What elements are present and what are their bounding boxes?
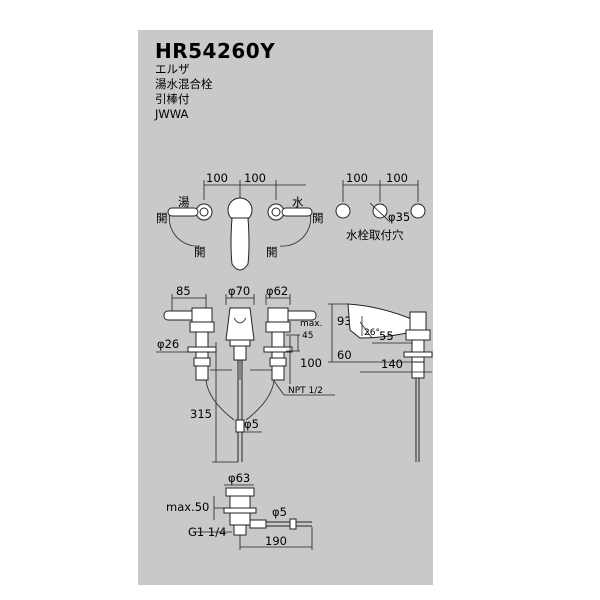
drain-max: max.50 — [166, 500, 209, 514]
spout-diameter: φ70 — [228, 284, 250, 298]
open-label-right: 開 — [312, 211, 324, 225]
spout-angle: 26° — [364, 328, 380, 338]
hot-handle-lever — [167, 207, 199, 217]
top-view: 100 100 湯 水 開 開 開 開 — [156, 171, 324, 271]
mount-hole-center — [372, 203, 388, 219]
base-width: 60 — [337, 348, 352, 362]
hole-dim-left: 100 — [346, 171, 368, 185]
rod-diameter: φ5 — [244, 417, 259, 431]
spout-body — [230, 217, 250, 271]
max-label: max. — [300, 319, 322, 329]
rod-length: 315 — [190, 407, 212, 421]
hole-dim-right: 100 — [386, 171, 408, 185]
top-dim-right: 100 — [244, 171, 266, 185]
mount-hole-right — [410, 203, 426, 219]
max-value: 45 — [302, 331, 313, 341]
certification-label: JWWA — [154, 107, 189, 121]
mount-hole-left — [335, 203, 351, 219]
side-view: 93 26° 55 60 140 — [328, 303, 433, 462]
top-dim-left: 100 — [206, 171, 228, 185]
hole-view: 100 100 φ35 水栓取付穴 — [335, 171, 426, 242]
product-type: 湯水混合栓 — [155, 77, 213, 91]
drain-diameter: φ63 — [228, 471, 250, 485]
spout-height: 93 — [337, 314, 352, 328]
front-view: 85 φ70 φ62 — [156, 284, 335, 463]
open-label-bottom-left: 開 — [194, 245, 206, 259]
cold-label: 水 — [292, 195, 304, 209]
handle-width-dim: 85 — [176, 284, 191, 298]
feature-label: 引棒付 — [155, 92, 190, 106]
drain-rod-length: 190 — [265, 534, 287, 548]
drain-rod-diameter: φ5 — [272, 505, 287, 519]
side-depth: 140 — [381, 357, 403, 371]
open-label-left: 開 — [156, 211, 168, 225]
hole-diameter: φ35 — [388, 210, 410, 224]
hole-caption: 水栓取付穴 — [346, 228, 404, 242]
cold-handle-lever — [281, 207, 313, 217]
spout-reach: 55 — [379, 329, 394, 343]
handle-diameter: φ62 — [266, 284, 288, 298]
base-diameter: φ26 — [157, 337, 179, 351]
model-number: HR54260Y — [155, 39, 275, 63]
open-label-bottom-right: 開 — [266, 245, 278, 259]
shank-depth: 100 — [300, 356, 322, 370]
hot-label: 湯 — [178, 195, 190, 209]
drain-thread: G1 1/4 — [188, 525, 226, 539]
series-name: エルザ — [155, 62, 190, 76]
drain-view: φ63 max.50 φ5 G1 1/4 190 — [166, 471, 313, 550]
thread-spec: NPT 1/2 — [288, 386, 323, 396]
rod-coupler — [235, 419, 245, 433]
